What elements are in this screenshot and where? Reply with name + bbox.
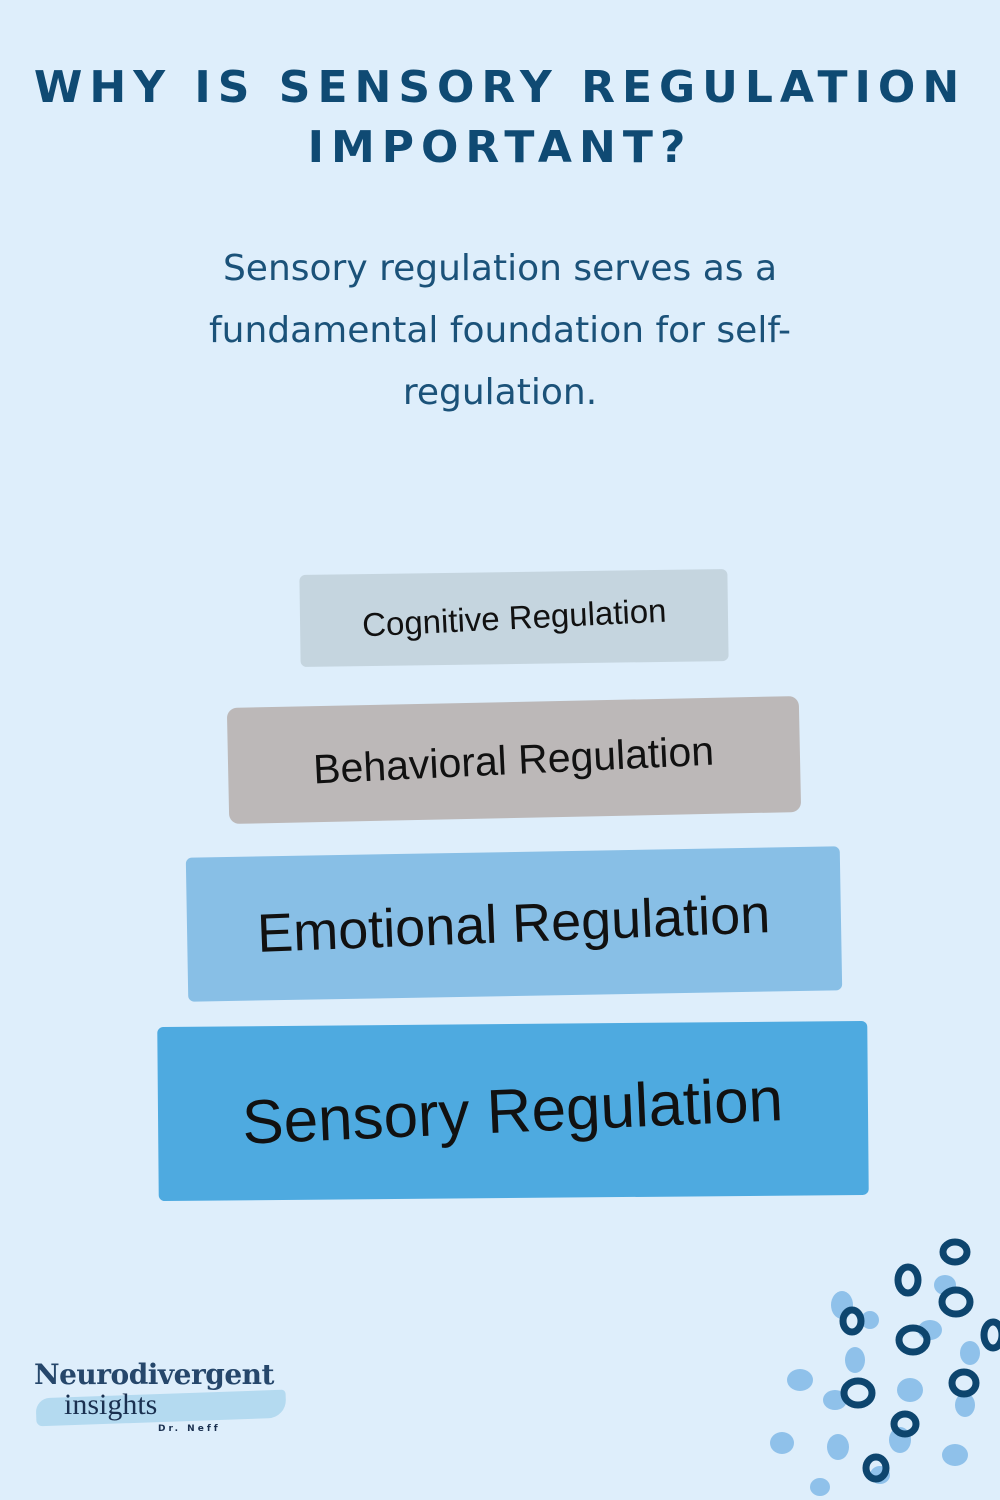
logo-wordmark-bottom: insights: [64, 1388, 158, 1421]
brand-logo: Neurodivergent insights Dr. Neff: [30, 1358, 300, 1448]
pyramid-level-behavioral: Behavioral Regulation: [226, 696, 802, 824]
pyramid-label-cognitive: Cognitive Regulation: [360, 591, 667, 644]
pyramid-level-emotional: Emotional Regulation: [185, 846, 843, 1002]
pyramid-label-emotional: Emotional Regulation: [256, 884, 772, 964]
page-title: WHY IS SENSORY REGULATION IMPORTANT?: [33, 62, 967, 173]
logo-wordmark-top: Neurodivergent: [34, 1358, 274, 1391]
subtitle-text: Sensory regulation serves as a fundament…: [208, 248, 792, 413]
pyramid-label-behavioral: Behavioral Regulation: [312, 727, 716, 792]
decorative-dots-pattern: [770, 1238, 1000, 1496]
pyramid-level-cognitive: Cognitive Regulation: [299, 569, 729, 667]
pyramid-level-sensory: Sensory Regulation: [157, 1020, 869, 1202]
logo-author: Dr. Neff: [158, 1424, 221, 1434]
pyramid-label-sensory: Sensory Regulation: [241, 1064, 785, 1158]
